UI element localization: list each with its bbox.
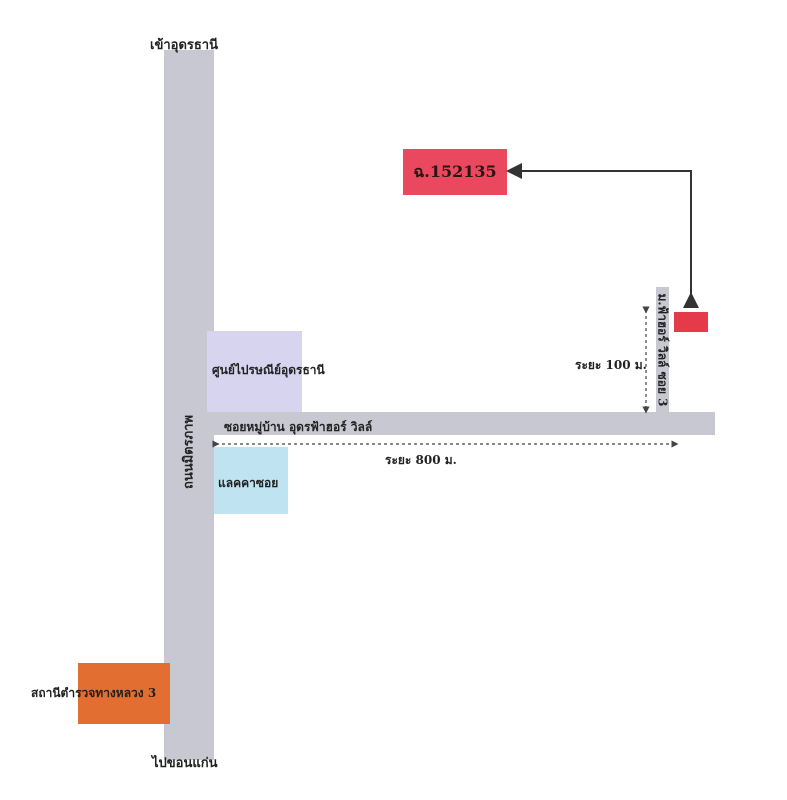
main-road — [164, 50, 214, 760]
main-road-label: ถนนมิตรภาพ — [181, 414, 197, 490]
target-box: ฉ.152135 — [403, 149, 507, 195]
target-code: ฉ.152135 — [413, 161, 497, 181]
pointer-arrow-icon — [506, 163, 699, 308]
south-label: ไปขอนแก่น — [152, 756, 218, 771]
target-marker — [674, 312, 708, 332]
distance-100-label: ระยะ 100 ม. — [575, 358, 647, 372]
kaset-box — [214, 447, 288, 514]
police-station-label: สถานีตำรวจทางหลวง 3 — [31, 686, 157, 700]
distance-800-label: ระยะ 800 ม. — [385, 453, 457, 467]
soi-road — [206, 412, 715, 435]
soi-road-label: ซอยหมู่บ้าน อุดรฟ้าฮอร์ วิลล์ — [224, 420, 373, 434]
post-office-box — [207, 331, 302, 412]
police-station-box — [78, 663, 170, 724]
north-label: เข้าอุดรธานี — [150, 38, 218, 53]
post-office-label: ศูนย์ไปรษณีย์อุดรธานี — [212, 363, 325, 377]
branch-road-label: ม.ฟ้าฮอร์ วิลล์ ซอย 3 — [655, 293, 670, 407]
kaset-label: แลคคาซอย — [218, 476, 279, 490]
branch-road — [656, 287, 669, 413]
